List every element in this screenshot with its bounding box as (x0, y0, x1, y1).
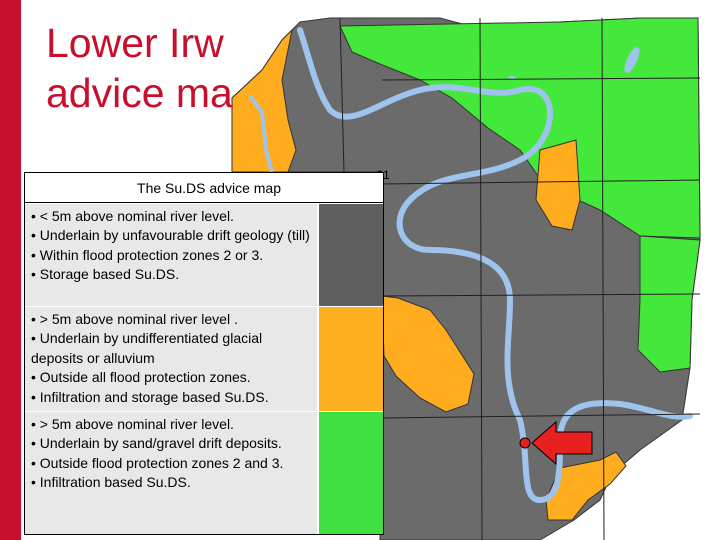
lake (624, 47, 640, 73)
map-region-infiltration-storage-south (545, 451, 627, 521)
legend-row: • > 5m above nominal river level . • Und… (25, 306, 383, 411)
legend-line: • Underlain by unfavourable drift geolog… (31, 227, 310, 244)
location-marker (519, 437, 531, 449)
map-region-infiltration-storage-east (535, 139, 581, 231)
legend-line: • Infiltration based Su.DS. (31, 474, 191, 491)
legend-line: • Underlain by undifferentiated glacial … (31, 330, 263, 366)
legend-line: • Outside all flood protection zones. (31, 369, 251, 386)
map-grid (339, 17, 701, 540)
slide-title: Lower Irw advice ma (46, 18, 466, 118)
legend-swatch-infiltration (319, 412, 383, 534)
legend-line: • Storage based Su.DS. (31, 266, 180, 283)
legend-row: • > 5m above nominal river level. • Unde… (25, 411, 383, 534)
accent-bar (0, 0, 21, 540)
location-arrow (531, 420, 593, 466)
legend-line: • > 5m above nominal river level . (31, 311, 238, 327)
legend-row: • < 5m above nominal river level. • Unde… (25, 203, 383, 306)
map-region-infiltration-south (637, 235, 701, 373)
river-tributary (248, 94, 274, 173)
title-line-1: Lower Irw (46, 20, 224, 66)
river (297, 27, 693, 504)
legend-line: • Underlain by sand/gravel drift deposit… (31, 435, 282, 452)
title-line-2: advice ma (46, 70, 233, 116)
legend-swatch-storage (319, 204, 383, 306)
legend-line: • > 5m above nominal river level. (31, 416, 234, 432)
legend-description: • > 5m above nominal river level . • Und… (25, 307, 319, 411)
legend-table: The Su.DS advice map • < 5m above nomina… (24, 172, 384, 535)
legend-header: The Su.DS advice map (25, 173, 383, 203)
legend-line: • Within flood protection zones 2 or 3. (31, 246, 264, 263)
legend-description: • > 5m above nominal river level. • Unde… (25, 412, 319, 534)
legend-description: • < 5m above nominal river level. • Unde… (25, 204, 319, 306)
map-region-infiltration-storage-central (381, 295, 475, 413)
legend-swatch-infiltration-storage (319, 307, 383, 411)
legend-line: • Outside flood protection zones 2 and 3… (31, 454, 284, 471)
legend-line: • Infiltration and storage based Su.DS. (31, 388, 269, 405)
legend-line: • < 5m above nominal river level. (31, 208, 234, 224)
